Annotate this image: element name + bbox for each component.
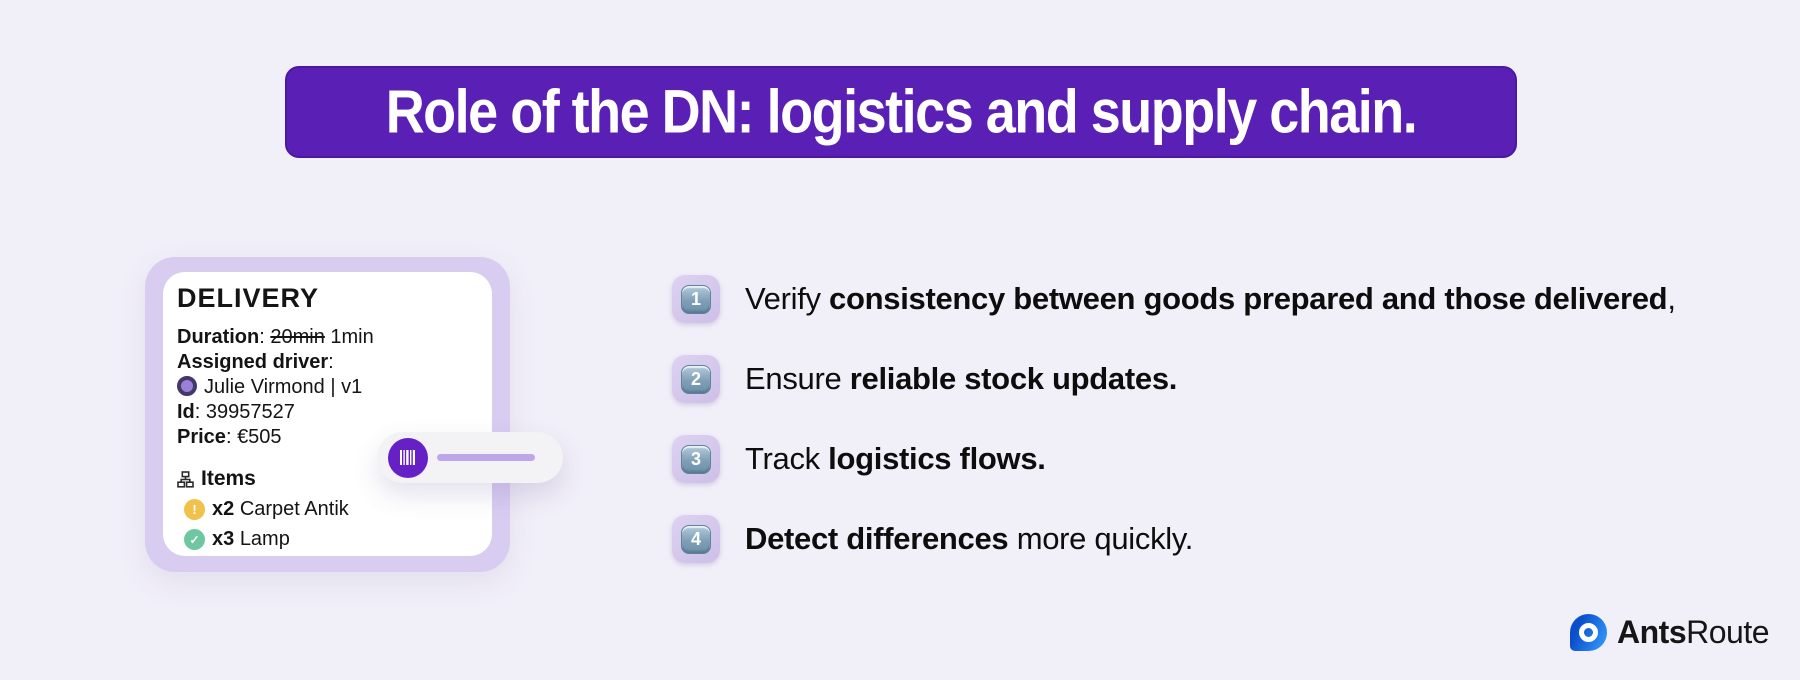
assigned-driver-line: Assigned driver:: [177, 350, 480, 375]
delivery-card-frame: DELIVERY Duration: 20min 1min Assigned d…: [145, 257, 510, 572]
benefit-text: Track logistics flows.: [745, 441, 1046, 477]
delivery-card: DELIVERY Duration: 20min 1min Assigned d…: [163, 272, 492, 556]
text-bold: Detect differences: [745, 521, 1009, 556]
benefit-text: Ensure reliable stock updates.: [745, 361, 1177, 397]
scan-progress-bar: [437, 454, 535, 461]
colon: :: [225, 426, 232, 448]
assigned-driver-label: Assigned driver: [177, 351, 329, 373]
logo-ring: [1579, 623, 1598, 642]
text-regular: Verify: [745, 281, 830, 316]
duration-line: Duration: 20min 1min: [177, 325, 480, 350]
text-bold: logistics flows.: [828, 441, 1046, 476]
duration-label: Duration: [177, 326, 260, 348]
check-icon: ✓: [184, 529, 205, 550]
barcode-icon: [388, 437, 428, 478]
text-bold: reliable stock updates.: [849, 361, 1178, 396]
keycap-number: 1: [681, 284, 711, 314]
driver-name-line: Julie Virmond | v1: [177, 375, 480, 400]
duration-new-value: 1min: [330, 326, 374, 348]
benefit-item-1: 1 Verify consistency between goods prepa…: [672, 275, 1676, 323]
number-badge: 1: [672, 275, 720, 323]
number-badge: 3: [672, 435, 720, 483]
id-label: Id: [177, 401, 195, 423]
driver-color-dot-icon: [177, 376, 197, 396]
item-row: ! x2 Carpet Antik: [177, 498, 480, 521]
number-badge: 4: [672, 515, 720, 563]
antsroute-logo-icon: [1570, 614, 1607, 651]
number-badge: 2: [672, 355, 720, 403]
items-label: Items: [201, 467, 256, 490]
item-text: x3 Lamp: [212, 528, 290, 551]
barcode-scan-pill: [377, 432, 563, 483]
item-qty: x2: [212, 498, 235, 520]
text-regular: more quickly.: [1008, 521, 1194, 556]
price-label: Price: [177, 426, 226, 448]
title-banner: Role of the DN: logistics and supply cha…: [285, 66, 1517, 158]
driver-name: Julie Virmond | v1: [204, 376, 363, 398]
benefit-item-3: 3 Track logistics flows.: [672, 435, 1046, 483]
items-sitemap-icon: [177, 470, 194, 488]
item-name: Carpet Antik: [239, 498, 349, 520]
warning-icon: !: [184, 499, 205, 520]
price-value: €505: [237, 426, 282, 448]
colon: :: [328, 351, 334, 373]
text-regular: ,: [1667, 281, 1676, 316]
id-line: Id: 39957527: [177, 400, 480, 425]
colon: :: [259, 326, 265, 348]
benefit-item-2: 2 Ensure reliable stock updates.: [672, 355, 1177, 403]
item-name: Lamp: [239, 528, 290, 550]
text-bold: consistency between goods prepared and t…: [829, 281, 1668, 316]
benefit-item-4: 4 Detect differences more quickly.: [672, 515, 1193, 563]
keycap-number: 2: [681, 364, 711, 394]
card-title: DELIVERY: [177, 283, 320, 313]
benefit-text: Verify consistency between goods prepare…: [745, 281, 1676, 317]
keycap-number: 3: [681, 444, 711, 474]
brand-regular: Route: [1686, 614, 1769, 650]
price-line: Price: €505: [177, 425, 480, 450]
brand-bold: Ants: [1617, 614, 1687, 650]
item-row: ✓ x3 Lamp: [177, 528, 480, 551]
duration-old-value: 20min: [270, 326, 325, 348]
keycap-number: 4: [681, 524, 711, 554]
id-value: 39957527: [205, 401, 295, 423]
page-title: Role of the DN: logistics and supply cha…: [385, 77, 1418, 147]
benefit-text: Detect differences more quickly.: [745, 521, 1193, 557]
text-regular: Ensure: [745, 361, 850, 396]
items-section-header: Items: [177, 467, 480, 491]
item-qty: x3: [212, 528, 235, 550]
text-regular: Track: [745, 441, 829, 476]
item-text: x2 Carpet Antik: [212, 498, 349, 521]
antsroute-logo-text: AntsRoute: [1617, 614, 1769, 651]
antsroute-logo: AntsRoute: [1570, 614, 1769, 651]
colon: :: [194, 401, 201, 423]
